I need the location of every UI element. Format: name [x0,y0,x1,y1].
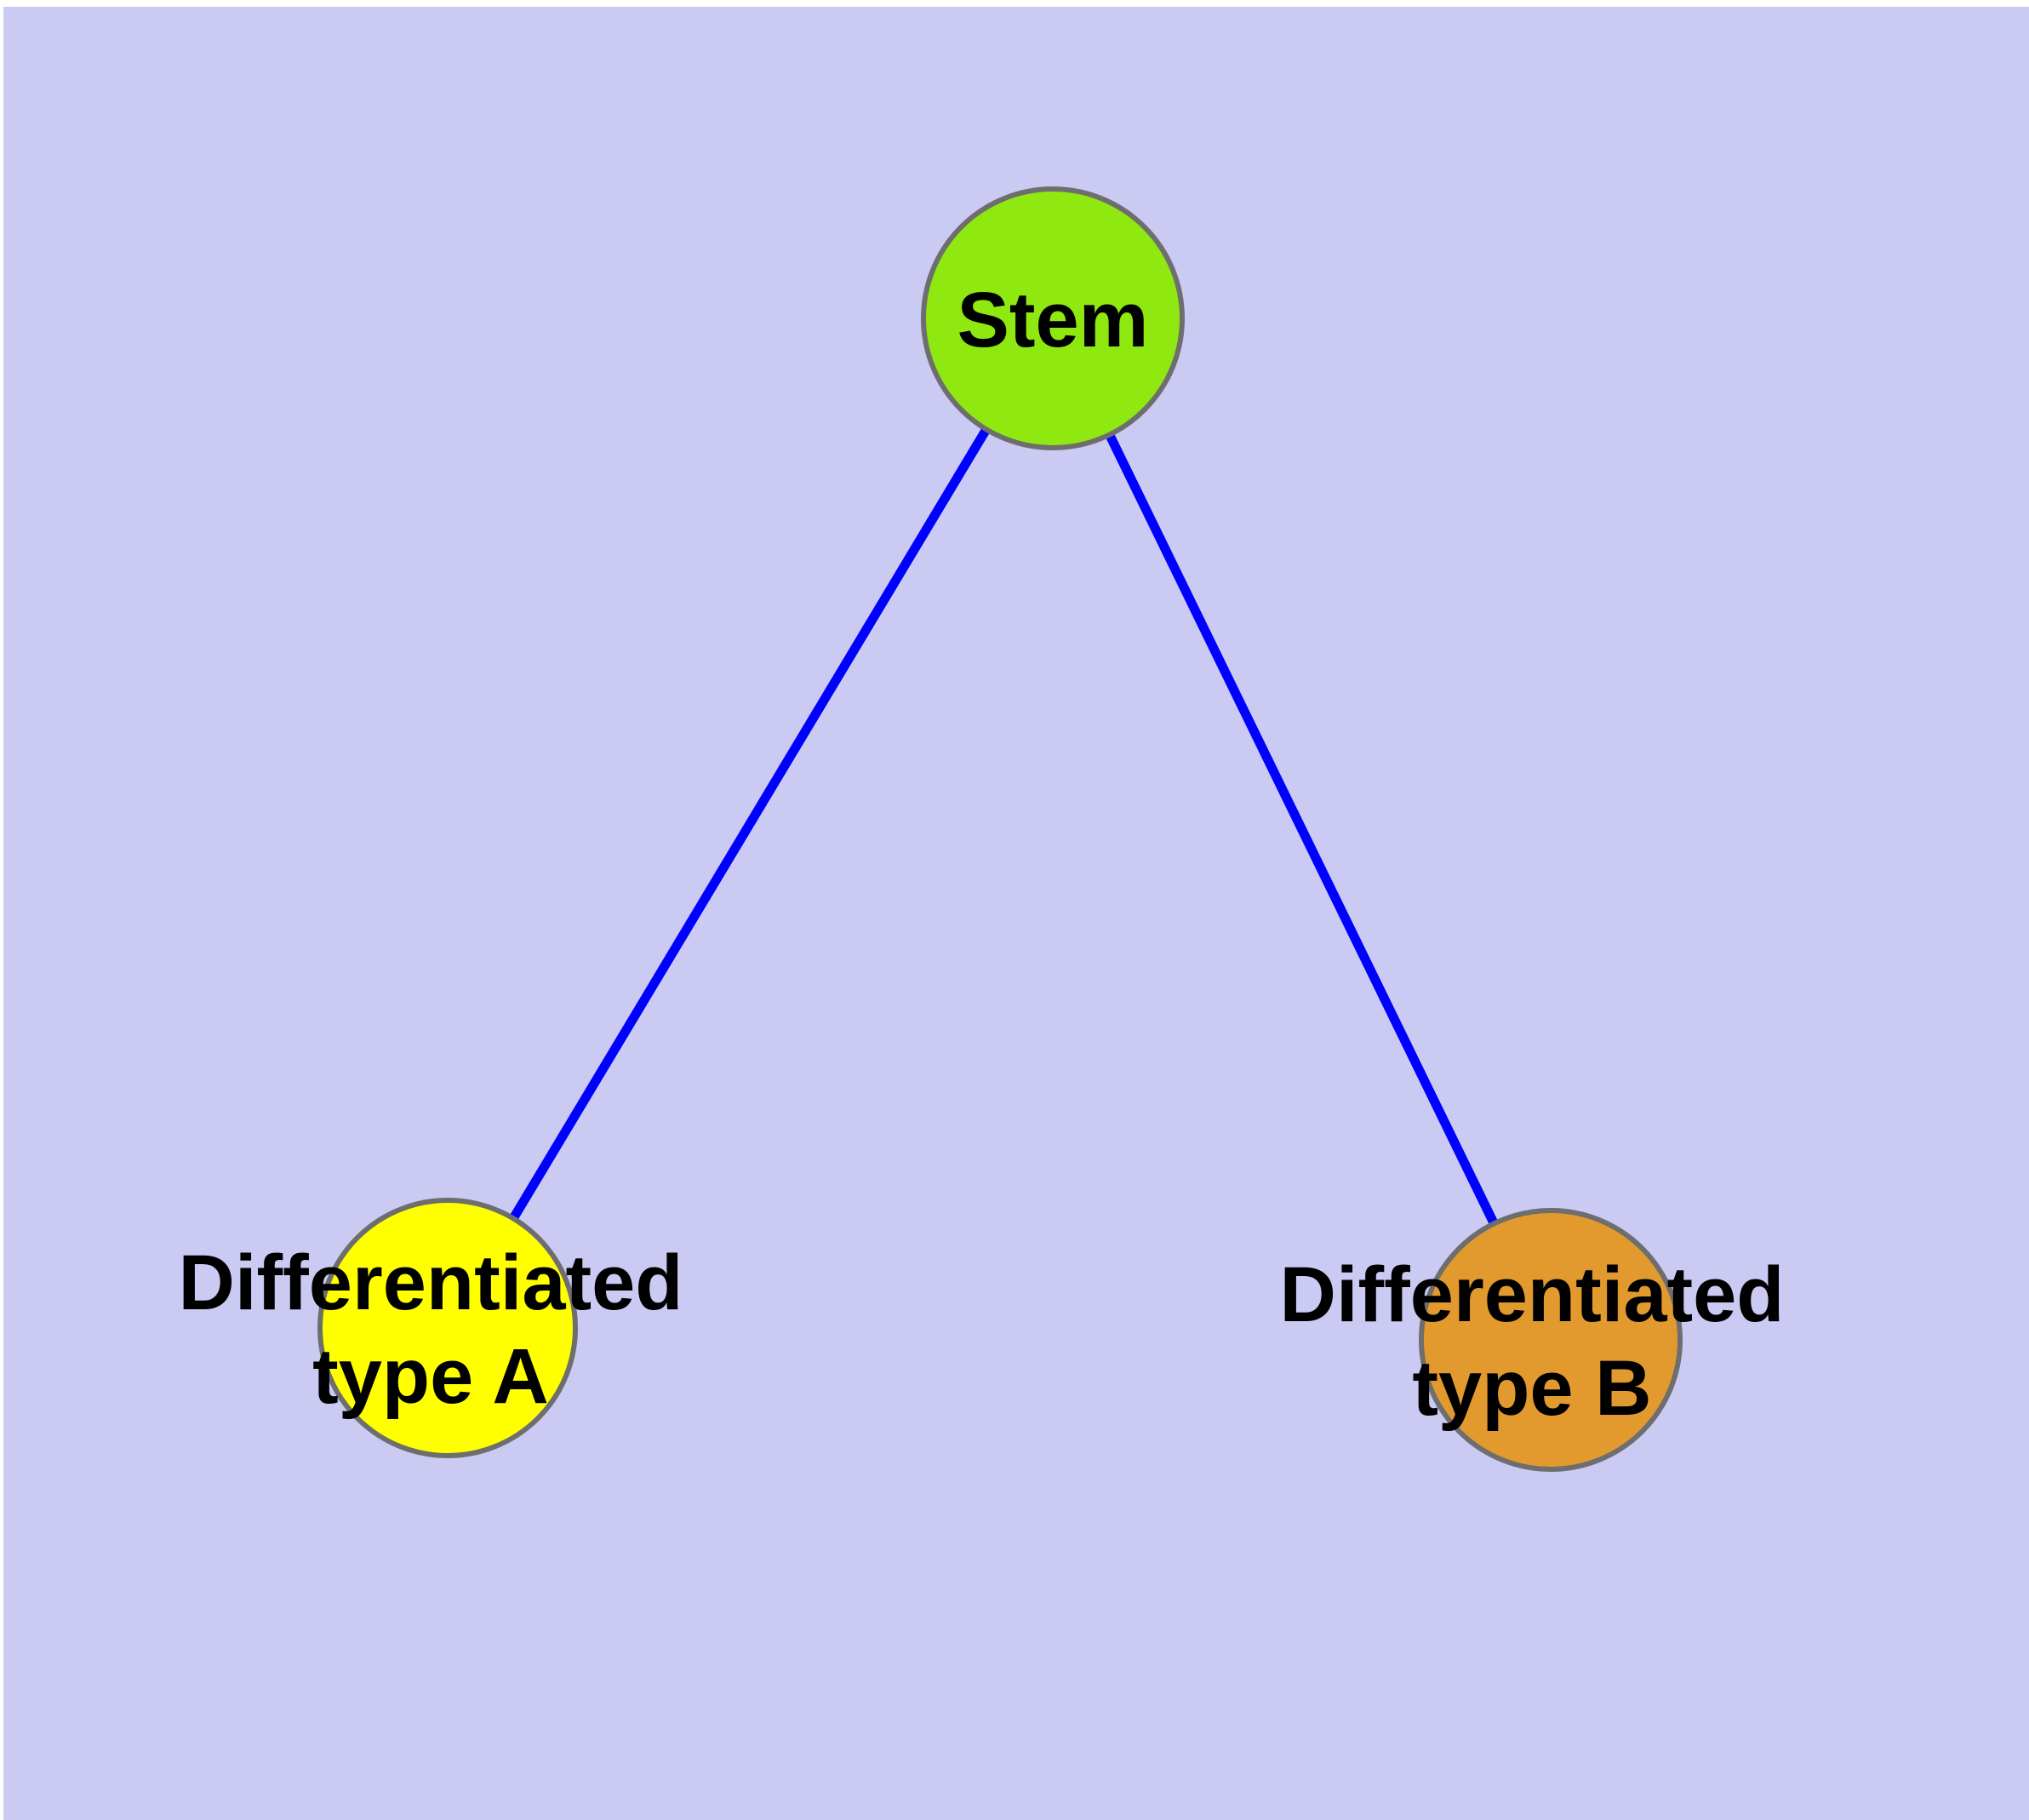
node-differentiated-type-b [1419,1208,1683,1472]
node-stem [921,186,1185,450]
node-label-line: Differentiated [1280,1251,1785,1338]
node-differentiated-type-a [317,1198,578,1458]
node-label-line: Differentiated [179,1239,683,1326]
node-label-stem: Stem [957,277,1149,363]
node-label-line: type A [312,1333,549,1420]
node-label-line: type B [1412,1345,1651,1432]
edge-stem-to-differentiated-type-a [443,316,1057,1331]
node-label-line: Stem [957,277,1149,363]
nodes-layer [317,186,1683,1472]
edges-layer [443,316,1555,1342]
edge-stem-to-differentiated-type-b [1049,316,1555,1342]
